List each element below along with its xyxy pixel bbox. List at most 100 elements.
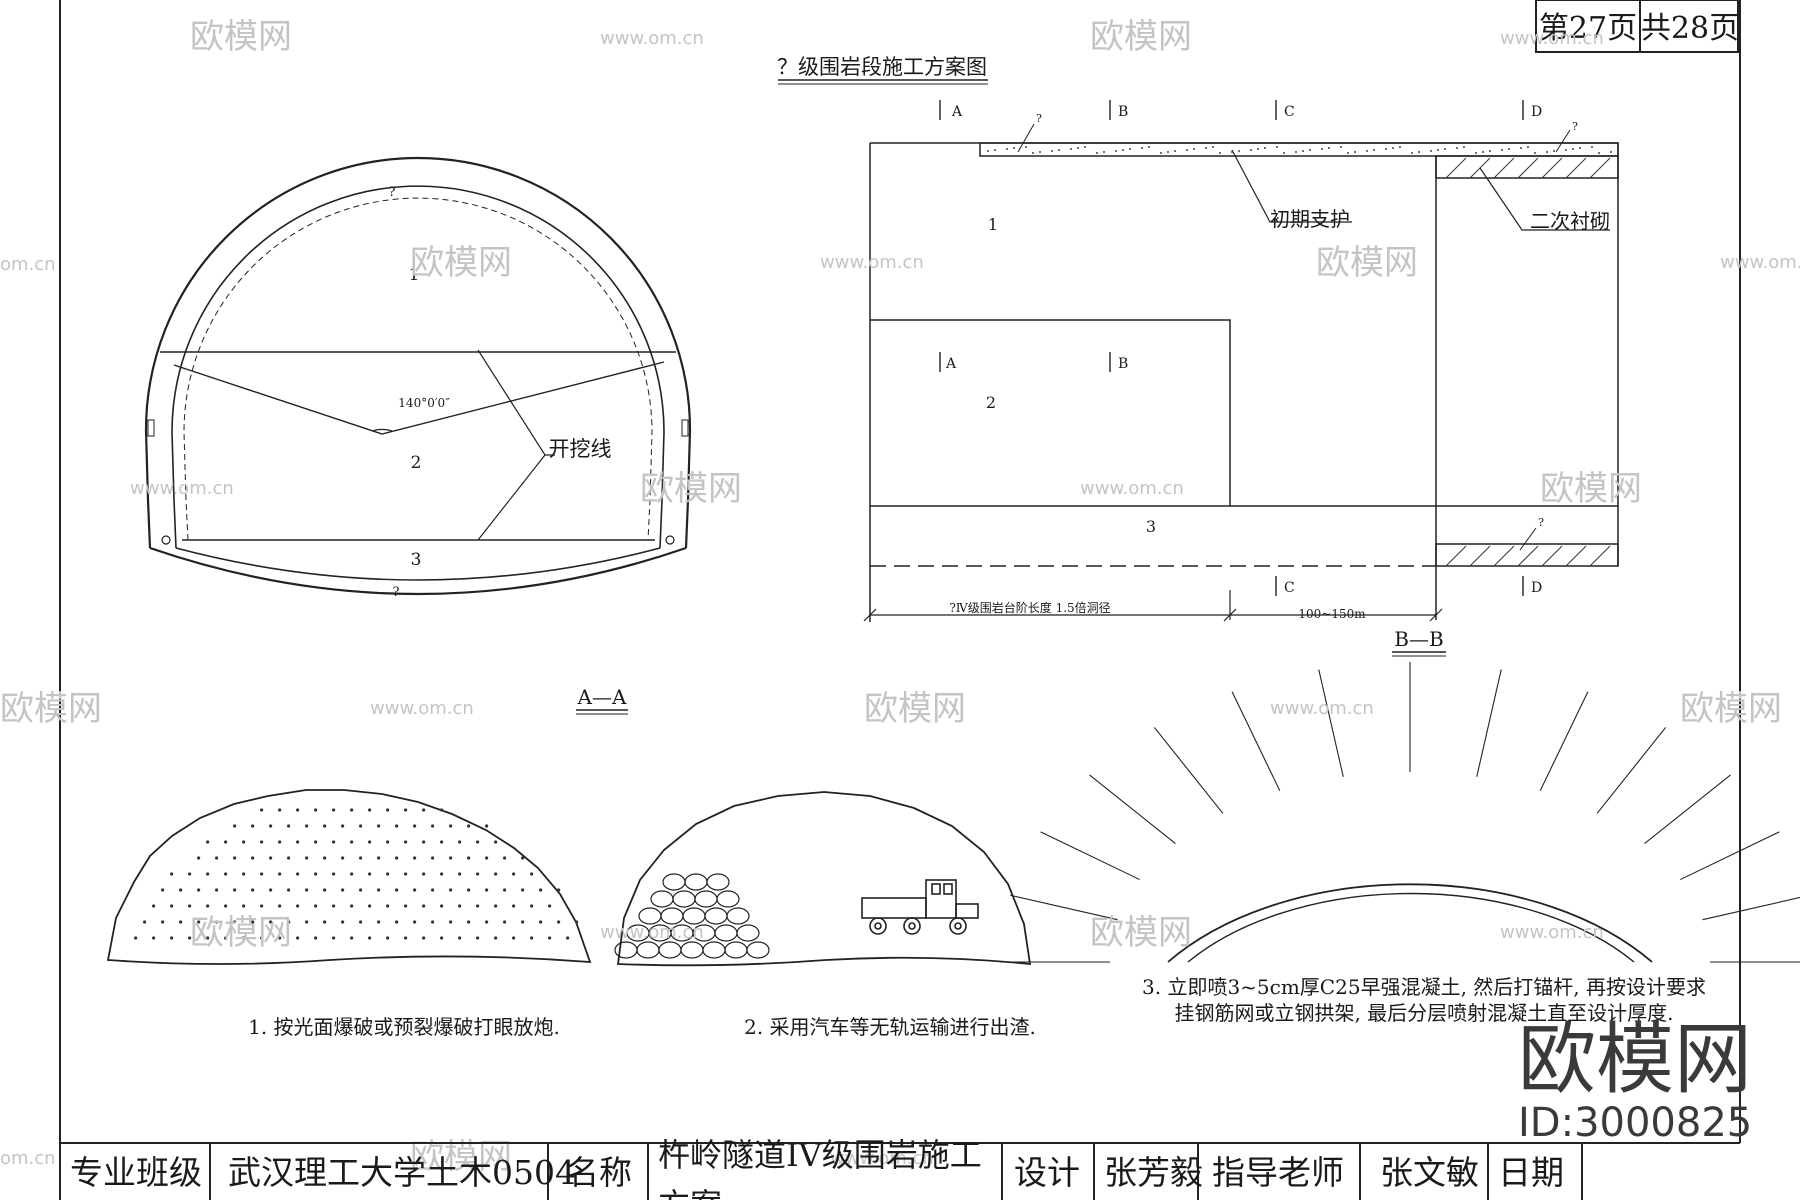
- rock: [706, 873, 730, 891]
- drill-hole: [269, 888, 273, 892]
- drill-hole: [404, 840, 408, 844]
- concrete-dot: [1115, 150, 1117, 152]
- section-aa: [144, 156, 692, 596]
- drill-hole: [143, 920, 147, 924]
- watermark-id: ID:3000825: [1518, 1100, 1752, 1146]
- drill-hole: [233, 856, 237, 860]
- concrete-dot: [1302, 150, 1304, 152]
- drill-hole: [341, 920, 345, 924]
- bb-part-1: 1: [988, 215, 998, 234]
- drill-hole: [440, 872, 444, 876]
- drill-hole: [449, 856, 453, 860]
- drill-hole: [458, 840, 462, 844]
- watermark-brand: 欧模网: [1540, 469, 1642, 509]
- rock: [716, 890, 740, 908]
- drill-hole: [395, 824, 399, 828]
- drill-hole: [476, 936, 480, 940]
- drill-hole: [422, 808, 426, 812]
- drill-hole: [512, 904, 516, 908]
- rock: [724, 941, 748, 959]
- drill-hole: [521, 856, 525, 860]
- drill-hole: [458, 904, 462, 908]
- title-block-designer: 张芳毅: [1104, 1153, 1203, 1192]
- bb-question-2: ?: [1572, 120, 1578, 133]
- drill-hole: [485, 856, 489, 860]
- bb-marker-b-mid: B: [1118, 356, 1128, 372]
- rock: [694, 890, 718, 908]
- concrete-dot: [1167, 151, 1169, 153]
- drill-hole: [467, 856, 471, 860]
- concrete-dot: [1610, 151, 1612, 153]
- rock: [736, 924, 760, 942]
- concrete-dot: [1070, 148, 1072, 150]
- watermark-site: www.om.cn: [600, 922, 704, 943]
- drill-hole: [377, 920, 381, 924]
- drill-hole: [251, 888, 255, 892]
- concrete-dot: [1373, 149, 1375, 151]
- concrete-dot: [1430, 150, 1432, 152]
- concrete-dot: [1032, 152, 1034, 154]
- title-block-date-label: 日期: [1498, 1153, 1564, 1192]
- bb-bench-length-dimension: ?Ⅳ级围岩台阶长度 1.5倍洞径: [949, 600, 1110, 615]
- drill-hole: [332, 808, 336, 812]
- step1-drilling-face: [106, 789, 592, 965]
- rock: [680, 941, 704, 959]
- drill-hole: [170, 904, 174, 908]
- bb-marker-a-mid: A: [945, 356, 957, 372]
- drill-hole: [260, 904, 264, 908]
- drill-hole: [314, 904, 318, 908]
- bb-section-label: B—B: [1392, 627, 1446, 657]
- drill-hole: [278, 904, 282, 908]
- drill-hole: [287, 824, 291, 828]
- drill-hole: [314, 840, 318, 844]
- svg-text:B—B: B—B: [1394, 627, 1443, 651]
- watermark-site-partial: om.cn: [0, 254, 56, 275]
- title-block-name-label: 名称: [566, 1153, 632, 1192]
- concrete-dot: [1013, 147, 1015, 149]
- drill-hole: [206, 936, 210, 940]
- step3-caption-line1: 3. 立即喷3~5cm厚C25早强混凝土, 然后打锚杆, 再按设计要求: [1142, 975, 1706, 999]
- drill-hole: [269, 856, 273, 860]
- concrete-dot: [1257, 148, 1259, 150]
- concrete-dot: [1411, 152, 1413, 154]
- concrete-dot: [1489, 150, 1491, 152]
- bb-marker-d-bottom: D: [1531, 580, 1542, 596]
- drill-hole: [440, 840, 444, 844]
- drill-hole: [557, 920, 561, 924]
- watermark-brand: 欧模网: [864, 689, 966, 729]
- drill-hole: [251, 856, 255, 860]
- aa-part-1: 1: [409, 265, 420, 285]
- drill-hole: [503, 888, 507, 892]
- drill-hole: [458, 872, 462, 876]
- anchor-bolt: [1010, 894, 1118, 921]
- watermark-site: www.om.cn: [1270, 698, 1374, 719]
- concrete-dot: [1141, 147, 1143, 149]
- drill-hole: [287, 920, 291, 924]
- drill-hole: [323, 888, 327, 892]
- drill-hole: [440, 936, 444, 940]
- drill-hole: [431, 888, 435, 892]
- drill-hole: [557, 888, 561, 892]
- watermark-brand: 欧模网: [1316, 243, 1418, 283]
- concrete-dot: [1354, 151, 1356, 153]
- concrete-dot: [1283, 152, 1285, 154]
- concrete-dot: [1250, 149, 1252, 151]
- concrete-dot: [1475, 152, 1477, 154]
- aa-part-2: 2: [411, 453, 422, 473]
- drill-hole: [287, 888, 291, 892]
- anchor-bolt: [1153, 727, 1224, 814]
- drawing-title: ？级围岩段施工方案图: [777, 55, 988, 85]
- bb-marker-c-bottom: C: [1284, 580, 1295, 596]
- concrete-dot: [1437, 149, 1439, 151]
- concrete-dot: [1039, 151, 1041, 153]
- concrete-dot: [1148, 146, 1150, 148]
- concrete-dot: [1077, 147, 1079, 149]
- aa-excavation-line-label: 开挖线: [549, 437, 612, 461]
- drawing-title-text: ？级围岩段施工方案图: [777, 55, 987, 79]
- drill-hole: [359, 920, 363, 924]
- rock: [746, 941, 770, 959]
- drill-hole: [386, 936, 390, 940]
- watermark-brand: 欧模网: [1680, 689, 1782, 729]
- concrete-dot: [1160, 152, 1162, 154]
- concrete-dot: [1418, 151, 1420, 153]
